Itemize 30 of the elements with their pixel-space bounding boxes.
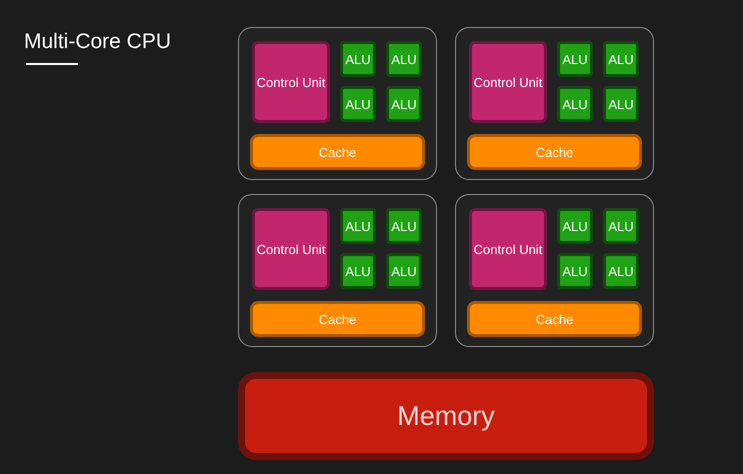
alu-block: ALU xyxy=(557,208,593,244)
control-unit-block: Control Unit xyxy=(469,41,547,123)
control-unit-block: Control Unit xyxy=(252,208,330,290)
alu-block: ALU xyxy=(557,41,593,77)
cache-bar: Cache xyxy=(250,134,425,170)
core-panel xyxy=(238,27,437,180)
alu-block: ALU xyxy=(386,86,422,122)
cache-bar: Cache xyxy=(467,301,642,337)
alu-block: ALU xyxy=(557,253,593,289)
core-panel xyxy=(238,194,437,347)
memory-block: Memory xyxy=(238,372,654,460)
cache-bar: Cache xyxy=(467,134,642,170)
alu-block: ALU xyxy=(340,253,376,289)
alu-block: ALU xyxy=(557,86,593,122)
alu-block: ALU xyxy=(603,208,639,244)
alu-block: ALU xyxy=(603,86,639,122)
core-panel xyxy=(455,194,654,347)
alu-block: ALU xyxy=(603,253,639,289)
alu-block: ALU xyxy=(386,253,422,289)
diagram-title: Multi-Core CPU xyxy=(24,30,172,54)
alu-block: ALU xyxy=(340,41,376,77)
alu-block: ALU xyxy=(386,41,422,77)
alu-block: ALU xyxy=(340,86,376,122)
alu-block: ALU xyxy=(386,208,422,244)
alu-block: ALU xyxy=(603,41,639,77)
core-panel xyxy=(455,27,654,180)
control-unit-block: Control Unit xyxy=(252,41,330,123)
cache-bar: Cache xyxy=(250,301,425,337)
control-unit-block: Control Unit xyxy=(469,208,547,290)
alu-block: ALU xyxy=(340,208,376,244)
